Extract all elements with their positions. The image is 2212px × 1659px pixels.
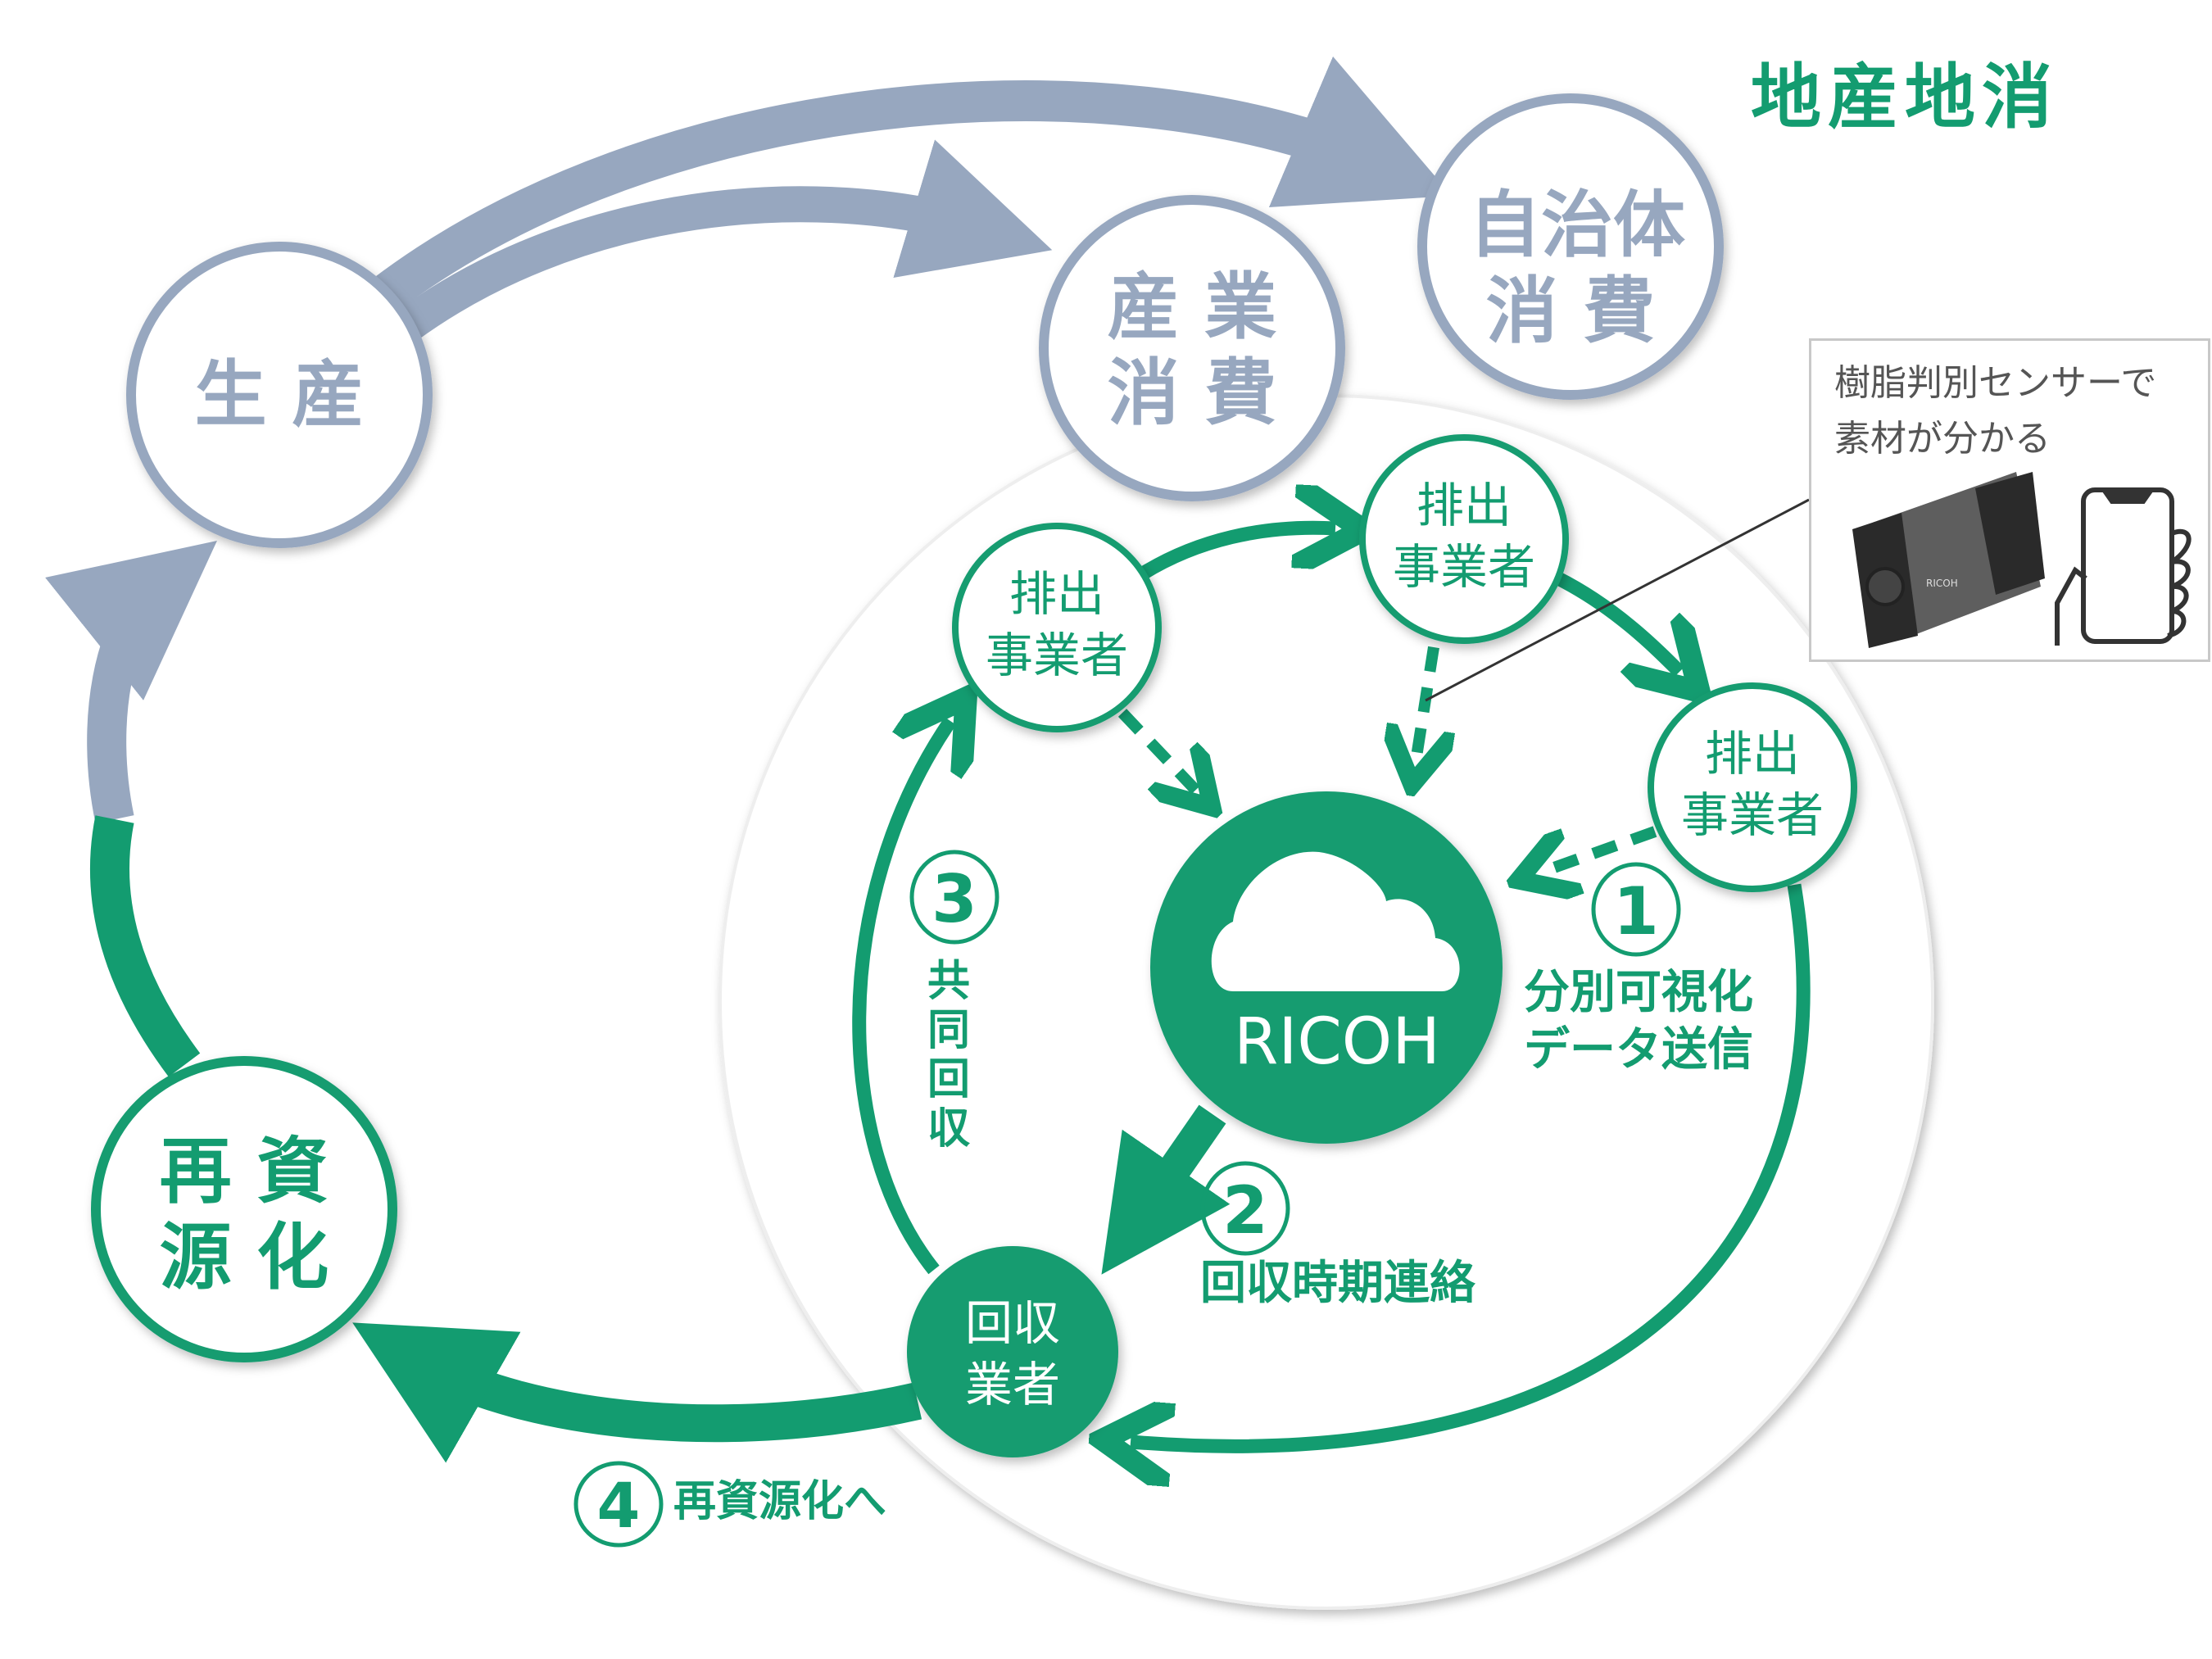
node-ricoh-cloud: RICOH [1150,791,1503,1144]
recycling-label-2: 源 化 [160,1215,329,1299]
node-recycling: 再 資 源 化 [91,1056,397,1362]
sensor-callout: 樹脂判別センサーで 素材が分かる RICOH [1809,338,2210,662]
dashed-arrow-emitter2-to-cloud [1416,646,1434,762]
arrow-emitter3-to-collector [1131,883,1811,1446]
step-1-number: 1 [1613,873,1659,950]
step-2: 2 回収時期連絡 [1200,1161,1476,1310]
emitter-label-1: 排出 [1705,726,1800,782]
step-3-char-1: 共 [927,957,970,1006]
step-3-char-4: 収 [927,1104,970,1154]
arrow-emitter2-to-emitter3 [1553,571,1679,672]
step-4-number: 4 [597,1469,641,1542]
step-3-number: 3 [931,861,977,937]
emitter-label-1: 排出 [1416,478,1512,533]
node-collector: 回収 業者 [907,1246,1118,1457]
step-3: 3 共 同 回 収 [909,850,999,1154]
emitter-label-2: 事業者 [1393,539,1535,595]
sensor-callout-line-2: 素材が分かる [1834,418,2051,460]
step-1: 1 分別可視化 データ送信 [1524,862,1753,1077]
arrow-cloud-to-collector [1101,1104,1231,1275]
arrow-collector-to-emitter1 [852,721,950,1275]
device-brand: RICOH [1926,578,1958,589]
collector-label-2: 業者 [965,1357,1060,1412]
municipality-label-1: 自治体 [1469,183,1685,267]
step-3-char-3: 回 [927,1055,970,1104]
step-3-char-2: 同 [927,1006,970,1055]
arrow-recycling-to-production [45,540,217,823]
arrow-collector-to-recycling [352,1322,922,1463]
step-1-line-2: データ送信 [1524,1023,1753,1077]
step-4: 4 再資源化へ [573,1461,886,1548]
collector-label-1: 回収 [965,1295,1060,1351]
sensor-illustration: RICOH [1852,472,2192,648]
node-emitter-2: 排出 事業者 [1359,434,1569,644]
page-title: 地産地消 [1751,57,2059,138]
node-emitter-3: 排出 事業者 [1648,682,1857,892]
industry-label-1: 産 業 [1108,265,1277,349]
emitter-label-1: 排出 [1009,566,1104,622]
node-municipality-consumption: 自治体 消 費 [1417,93,1724,400]
municipality-label-2: 消 費 [1486,269,1656,353]
node-emitter-1: 排出 事業者 [952,523,1162,732]
arrow-production-to-municipality [372,56,1453,311]
cloud-icon [1211,851,1460,991]
smartphone-in-hand-icon [2055,487,2192,646]
arrow-recycling-to-production-green [89,815,201,1077]
dashed-arrow-emitter1-to-cloud [1117,709,1196,791]
ricoh-label: RICOH [1234,1005,1440,1079]
emitter-label-2: 事業者 [986,628,1128,683]
emitter-label-2: 事業者 [1681,787,1824,843]
production-label: 生 産 [195,352,365,437]
step-2-line-1: 回収時期連絡 [1200,1257,1476,1310]
step-2-number: 2 [1222,1172,1268,1249]
step-4-line-1: 再資源化へ [673,1477,886,1526]
sensor-callout-line-1: 樹脂判別センサーで [1834,362,2157,404]
arrow-emitter1-to-emitter2 [1139,528,1335,580]
sensor-pointer-line [1425,498,1810,702]
step-1-line-1: 分別可視化 [1524,966,1753,1019]
recycling-label-1: 再 資 [160,1129,329,1213]
node-industry-consumption: 産 業 消 費 [1039,195,1345,501]
dashed-arrow-emitter3-to-cloud [1540,826,1657,873]
arrow-production-to-industry [382,139,1053,351]
industry-label-2: 消 費 [1108,351,1277,435]
resin-sensor-device-icon: RICOH [1852,472,2045,648]
node-production: 生 産 [126,242,433,548]
